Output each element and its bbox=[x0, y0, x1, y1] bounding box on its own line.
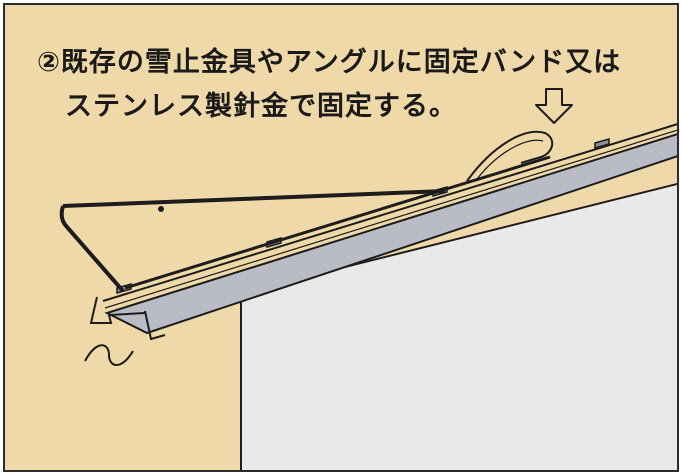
caption-line-2: ステンレス製針金で固定する。 bbox=[65, 91, 457, 122]
caption-line-1: ②既存の雪止金具やアングルに固定バンド又は bbox=[37, 47, 622, 78]
eave-bracket bbox=[89, 296, 146, 324]
building-wall bbox=[240, 182, 677, 470]
roof-sheet-line bbox=[104, 129, 677, 309]
down-arrow-icon bbox=[535, 88, 573, 124]
frame-leg bbox=[59, 205, 125, 293]
roof-illustration bbox=[59, 88, 677, 470]
roof-surface-line bbox=[102, 123, 677, 302]
fixing-band-inner bbox=[476, 139, 544, 180]
frame-bolt bbox=[158, 206, 164, 212]
instruction-caption: ②既存の雪止金具やアングルに固定バンド又は ステンレス製針金で固定する。 bbox=[37, 41, 621, 129]
frame-top-bar bbox=[62, 189, 446, 208]
diagram-frame: ②既存の雪止金具やアングルに固定バンド又は ステンレス製針金で固定する。 bbox=[3, 3, 679, 472]
roof-slab bbox=[104, 133, 677, 335]
fixing-band bbox=[466, 130, 554, 182]
eave-fascia bbox=[144, 310, 166, 341]
angle-rail bbox=[124, 155, 551, 290]
snow-stop-bracket bbox=[594, 138, 610, 149]
break-line bbox=[84, 344, 134, 366]
